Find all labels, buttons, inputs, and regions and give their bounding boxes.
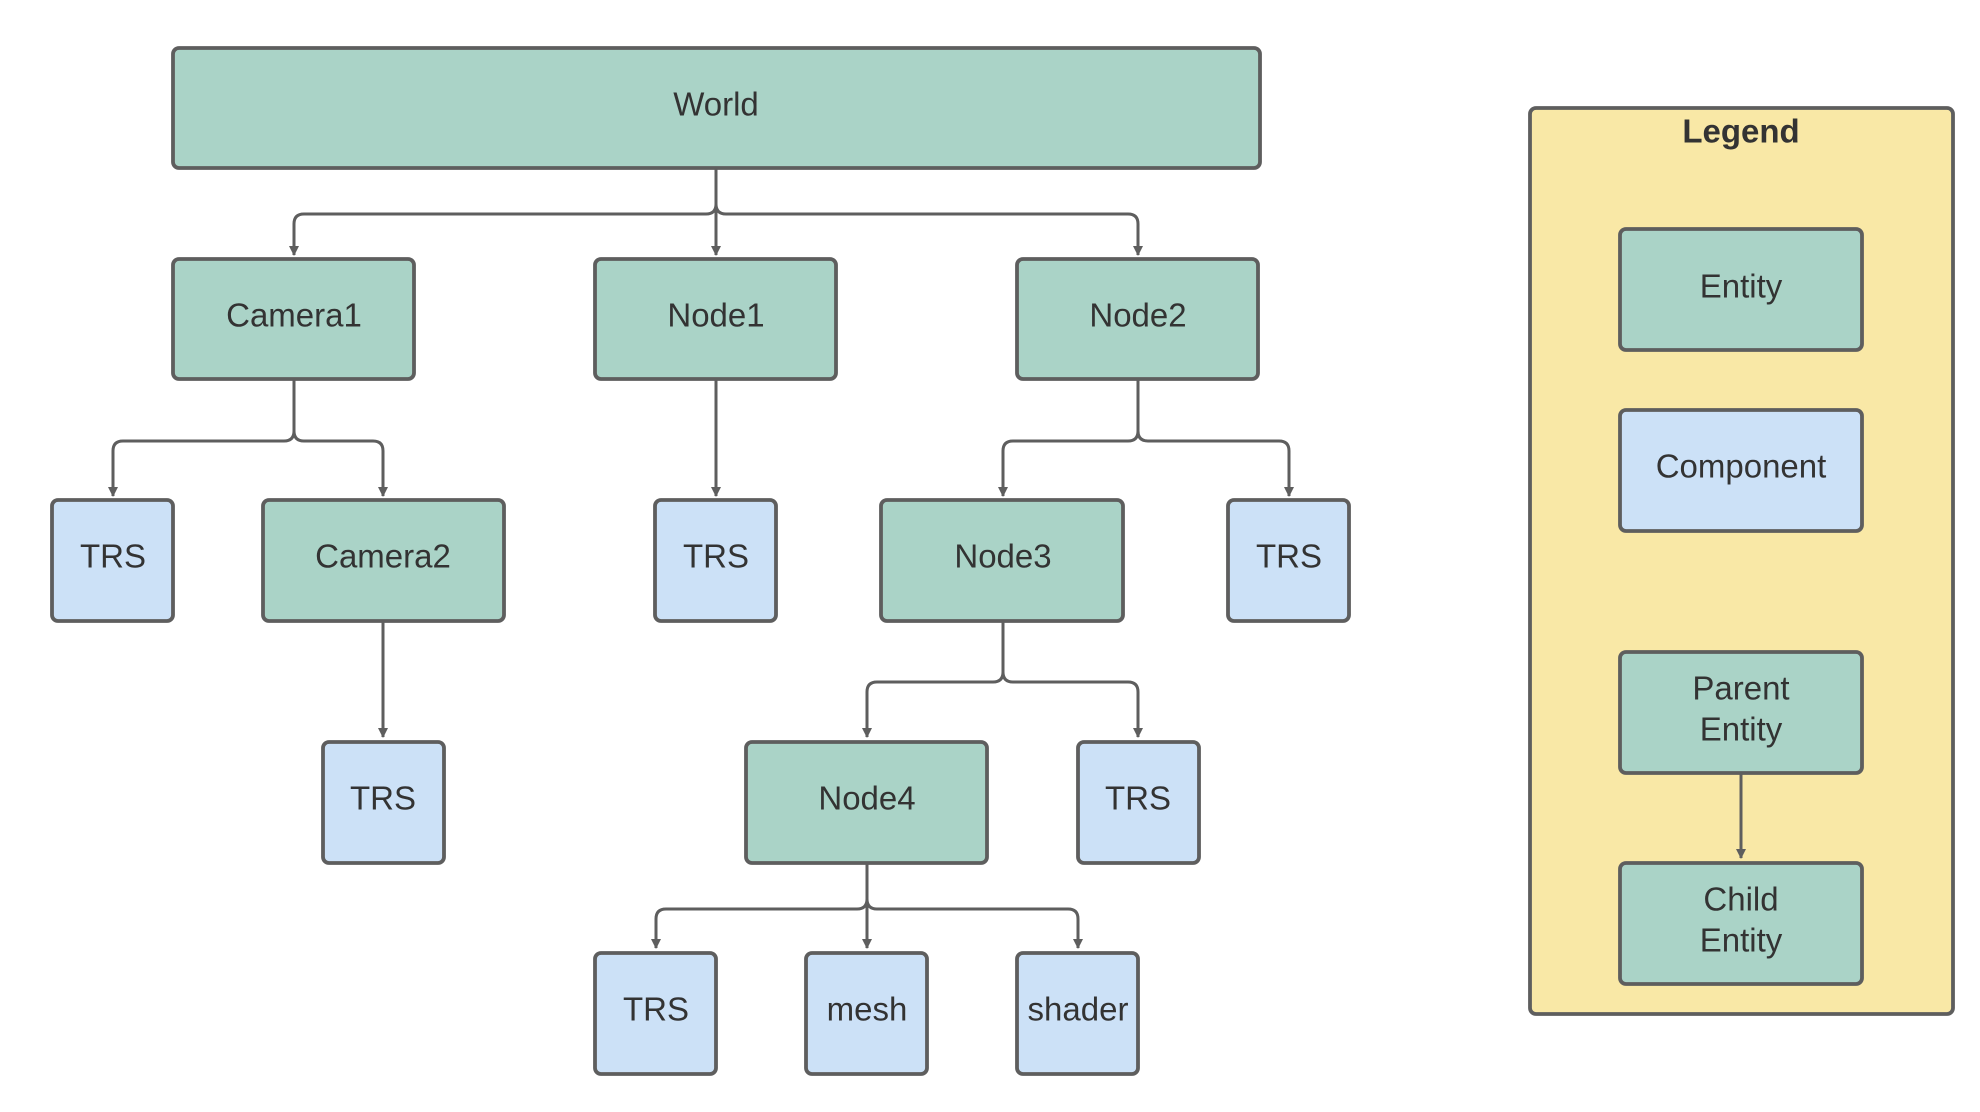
node-trs-camera1: TRS (50, 498, 175, 623)
legend-parent-line2: Entity (1700, 711, 1783, 748)
node-label: shader (1028, 991, 1129, 1028)
node-trs-node3: TRS (1076, 740, 1201, 865)
legend-entity: Entity (1618, 227, 1864, 352)
node-camera2: Camera2 (261, 498, 506, 623)
legend-child-entity: Child Entity (1618, 861, 1864, 986)
edge-node3-node4 (862, 621, 1005, 738)
edge-node3-trs (1001, 621, 1143, 738)
legend-component: Component (1618, 408, 1864, 533)
legend-parent-line1: Parent (1692, 670, 1789, 707)
component-box (321, 740, 446, 865)
edge-node2-node3 (998, 379, 1140, 497)
component-box (804, 951, 929, 1076)
node-mesh: mesh (804, 951, 929, 1076)
node-label: TRS (623, 991, 689, 1028)
legend-parent-entity: Parent Entity (1618, 650, 1864, 775)
edge-node4-trs (651, 863, 869, 949)
node-label: Node4 (818, 780, 915, 817)
edge-node2-trs (1136, 379, 1294, 497)
node-node4: Node4 (744, 740, 989, 865)
component-box (1226, 498, 1351, 623)
node-node3: Node3 (879, 498, 1125, 623)
component-box (1618, 408, 1864, 533)
component-box (1015, 951, 1140, 1076)
node-node1: Node1 (593, 257, 838, 381)
edge-world-camera1 (289, 168, 718, 256)
legend-child-line1: Child (1703, 881, 1778, 918)
node-trs-camera2: TRS (321, 740, 446, 865)
node-label: Node2 (1089, 297, 1186, 334)
component-box (653, 498, 778, 623)
node-label: Node3 (954, 538, 1051, 575)
node-trs-node4: TRS (593, 951, 718, 1076)
entity-box (744, 740, 989, 865)
node-node2: Node2 (1015, 257, 1260, 381)
node-label: Node1 (667, 297, 764, 334)
node-label: Camera1 (226, 297, 362, 334)
node-world: World (171, 46, 1262, 170)
node-trs-node2: TRS (1226, 498, 1351, 623)
component-box (50, 498, 175, 623)
component-box (1076, 740, 1201, 865)
node-label: mesh (827, 991, 908, 1028)
entity-box (593, 257, 838, 381)
legend-component-label: Component (1656, 448, 1827, 485)
legend-title: Legend (1682, 113, 1799, 150)
connectors (108, 168, 1294, 949)
node-label: Camera2 (315, 538, 451, 575)
node-label: TRS (80, 538, 146, 575)
node-label: TRS (350, 780, 416, 817)
entity-box (171, 257, 416, 381)
entity-box (879, 498, 1125, 623)
entity-box (1618, 227, 1864, 352)
node-shader: shader (1015, 951, 1140, 1076)
legend-child-line2: Entity (1700, 922, 1783, 959)
node-label: TRS (1105, 780, 1171, 817)
entity-box (1015, 257, 1260, 381)
entity-box (171, 46, 1262, 170)
edge-camera1-trs (108, 379, 296, 497)
node-label: TRS (1256, 538, 1322, 575)
edge-camera1-camera2 (292, 379, 388, 497)
edge-world-node2 (714, 168, 1143, 256)
legend-entity-label: Entity (1700, 268, 1783, 305)
component-box (593, 951, 718, 1076)
edge-node4-shader (865, 863, 1083, 949)
entity-box (261, 498, 506, 623)
node-trs-node1: TRS (653, 498, 778, 623)
entity-box (1618, 861, 1864, 986)
node-camera1: Camera1 (171, 257, 416, 381)
node-label: World (673, 86, 759, 123)
entity-box (1618, 650, 1864, 775)
legend: Legend Entity Component Parent Entity Ch… (1528, 106, 1955, 1016)
node-label: TRS (683, 538, 749, 575)
